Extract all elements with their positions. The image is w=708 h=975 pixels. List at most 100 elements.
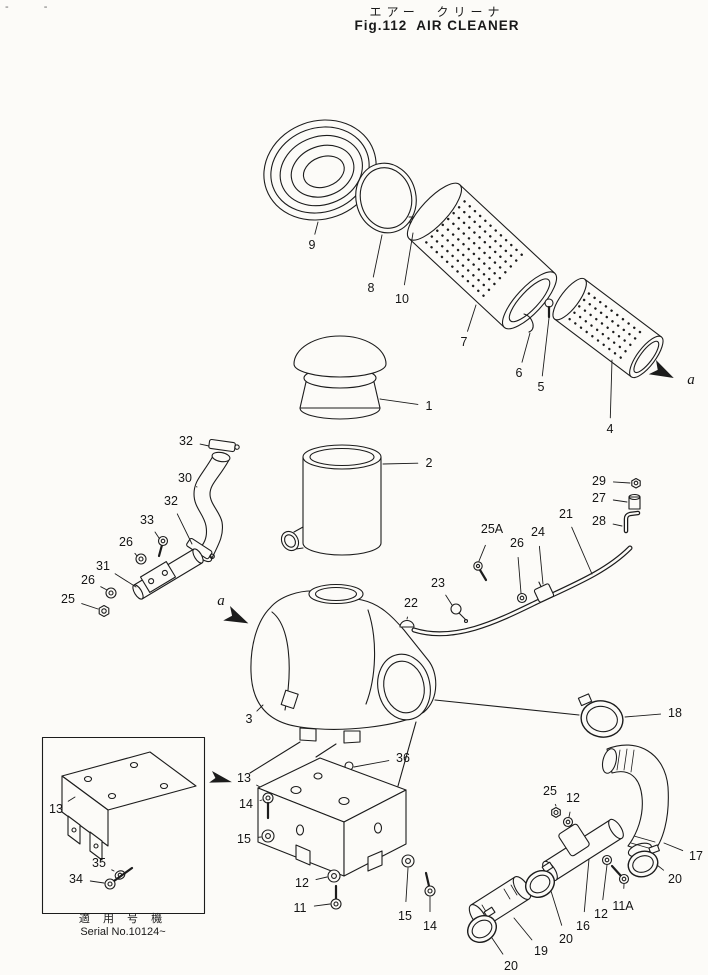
leader-line-32 <box>176 513 193 545</box>
callout-21: 21 <box>559 507 573 521</box>
serial-number-note: Serial No.10124~ <box>80 926 166 938</box>
part-5-bolt <box>544 298 554 319</box>
leader-line-33 <box>154 531 160 539</box>
part-25-nut <box>98 604 110 618</box>
leader-line-25A <box>478 544 486 562</box>
section-arrow-a-left <box>223 606 249 624</box>
callout-12: 12 <box>566 791 580 805</box>
callout-22: 22 <box>404 596 418 610</box>
callout-2: 2 <box>426 456 433 470</box>
figure-title: Fig.112 AIR CLEANER <box>354 18 520 33</box>
callout-15: 15 <box>398 909 412 923</box>
leader-line-19 <box>513 917 533 941</box>
part-15-washer-left <box>261 829 275 843</box>
callout-12: 12 <box>295 876 309 890</box>
leader-line-6 <box>521 332 531 363</box>
leader-line-3 <box>256 704 264 712</box>
part-8-gasket <box>355 162 417 234</box>
leader-line-17 <box>663 842 684 852</box>
leader-line-13 <box>67 796 76 802</box>
callout-7: 7 <box>461 335 468 349</box>
callout-26: 26 <box>119 535 133 549</box>
callout-36: 36 <box>396 751 410 765</box>
callout-31: 31 <box>96 559 110 573</box>
part-23-clip <box>450 603 469 624</box>
part-29-nut <box>631 477 641 489</box>
callout-26: 26 <box>81 573 95 587</box>
leader-line-2 <box>382 462 419 465</box>
leader-line-28 <box>612 523 623 527</box>
projection-lines <box>249 699 580 787</box>
callout-14: 14 <box>423 919 437 933</box>
callout-5: 5 <box>538 380 545 394</box>
leader-line-15 <box>405 867 409 903</box>
leader-line-20 <box>550 890 563 926</box>
callout-33: 33 <box>140 513 154 527</box>
callout-a: a <box>217 593 225 609</box>
part-28-elbow <box>623 510 641 534</box>
callout-19: 19 <box>534 944 548 958</box>
callout-13: 13 <box>237 771 251 785</box>
callout-27: 27 <box>592 491 606 505</box>
part-24-clamp <box>533 581 555 603</box>
leader-line-4 <box>609 359 613 419</box>
callout-24: 24 <box>531 525 545 539</box>
leader-line-34 <box>89 880 105 884</box>
leader-line-23 <box>445 594 453 606</box>
leader-line-12 <box>315 876 328 881</box>
callout-20: 20 <box>668 872 682 886</box>
part-6-clip <box>523 313 534 333</box>
part-20-clamp-middle <box>524 861 556 898</box>
part-strap-clamp <box>558 823 590 857</box>
leader-line-27 <box>612 499 628 503</box>
part-21-tube <box>411 545 633 637</box>
part-15-washer-right <box>401 854 415 868</box>
part-13-bracket <box>257 757 407 877</box>
callout-6: 6 <box>516 366 523 380</box>
part-4-inner-element <box>552 277 664 379</box>
part-11-bolt-center <box>330 884 342 910</box>
part-12-washer-center <box>327 869 341 883</box>
part-20-clamp-left <box>466 906 498 943</box>
leader-line-1 <box>379 398 419 405</box>
figure-title-japanese: エアー クリーナ <box>369 5 505 19</box>
leader-line-25 <box>81 603 99 610</box>
part-9-cap-cover <box>263 119 377 221</box>
part-11A-bolt <box>610 864 630 885</box>
part-34-bolt <box>104 866 134 890</box>
callout-18: 18 <box>668 706 682 720</box>
part-12-washer-a <box>562 816 574 828</box>
part-20-clamp-right <box>627 844 660 878</box>
callout-29: 29 <box>592 474 606 488</box>
part-33-bolt <box>157 535 169 558</box>
leader-line-21 <box>571 526 593 575</box>
part-27-fitting <box>628 493 641 510</box>
callout-11A: 11A <box>612 899 634 913</box>
serial-applicability: 適 用 号 機 Serial No.10124~ <box>52 913 194 939</box>
leader-line-25 <box>554 803 557 807</box>
callout-15: 15 <box>237 832 251 846</box>
leader-line-26 <box>100 586 108 591</box>
callout-4: 4 <box>607 422 614 436</box>
leader-line-32 <box>199 443 210 447</box>
part-26-washer-tube <box>516 592 528 604</box>
leader-line-20 <box>491 937 504 955</box>
part-3-housing <box>250 583 437 744</box>
leader-line-29 <box>612 481 631 484</box>
callout-a: a <box>687 372 695 388</box>
callout-25: 25 <box>543 784 557 798</box>
part-32-clamp-upper <box>208 438 240 453</box>
leader-line-11 <box>313 903 331 907</box>
part-12-washer-b <box>601 854 613 866</box>
leader-line-7 <box>467 304 477 332</box>
leader-line-26 <box>517 556 522 594</box>
leader-line-20 <box>656 864 665 871</box>
part-31-pipe <box>132 548 204 600</box>
part-25A-bolt <box>473 561 488 582</box>
leader-line-35 <box>111 869 115 872</box>
part-18-clamp <box>577 693 624 738</box>
callout-35: 35 <box>92 856 106 870</box>
